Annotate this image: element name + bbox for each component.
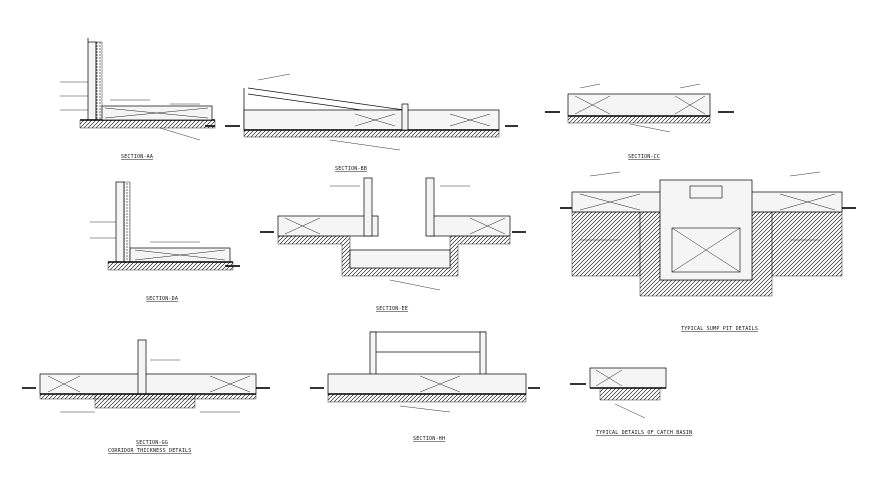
section-b-drawing (225, 73, 518, 151)
section-g-title: SECTION-GG (136, 440, 168, 446)
section-c-drawing (545, 83, 734, 133)
section-c-title: SECTION-CC (628, 154, 660, 160)
section-a-drawing (60, 38, 216, 141)
section-f-drawing (560, 171, 856, 297)
section-a-title: SECTION-AA (121, 154, 153, 160)
section-f-title: TYPICAL SUMP PIT DETAILS (681, 326, 758, 332)
section-g-subtitle: CORRIDOR THICKNESS DETAILS (108, 448, 191, 454)
section-d-drawing (90, 181, 240, 271)
section-i-title: TYPICAL DETAILS OF CATCH BASIN (596, 430, 692, 436)
section-d-title: SECTION-DA (146, 296, 178, 302)
section-b-title: SECTION-BB (335, 166, 367, 172)
section-h-title: SECTION-HH (413, 436, 445, 442)
section-e-drawing (260, 177, 526, 291)
section-g-drawing (22, 339, 270, 413)
section-i-drawing (570, 367, 667, 419)
section-h-drawing (310, 331, 540, 413)
section-e-title: SECTION-EE (376, 306, 408, 312)
